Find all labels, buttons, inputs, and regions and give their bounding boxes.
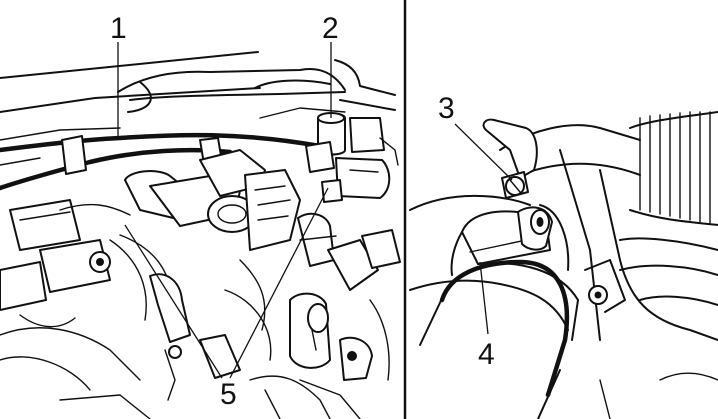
svg-text:3: 3 [438, 92, 455, 125]
right-panel-clamp-detail: 3 4 [409, 92, 718, 419]
left-panel-engine-bay: 1 2 5 [0, 12, 401, 419]
svg-text:1: 1 [110, 12, 127, 45]
svg-text:2: 2 [322, 12, 339, 45]
callout-3: 3 [438, 92, 513, 181]
svg-text:4: 4 [478, 338, 495, 371]
callout-1: 1 [110, 12, 127, 138]
callout-5: 5 [124, 187, 329, 411]
callout-4: 4 [478, 261, 495, 371]
callout-2: 2 [322, 12, 339, 118]
svg-text:5: 5 [220, 378, 237, 411]
